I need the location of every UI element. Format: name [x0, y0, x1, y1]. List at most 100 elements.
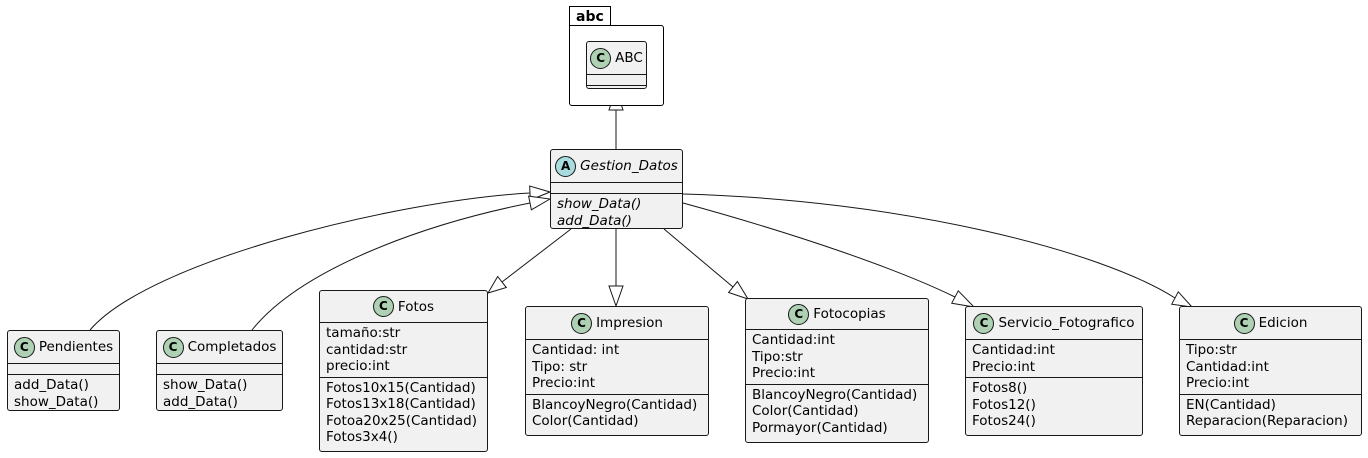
class-method: BlancoyNegro(Cantidad) [532, 396, 698, 413]
class-icon: C [1233, 312, 1255, 334]
inheritance-arrow-impresion [608, 229, 624, 308]
class-attribute: cantidad:str [326, 341, 408, 358]
class-attributes [8, 364, 119, 375]
class-methods: show_Data()add_Data() [157, 375, 282, 412]
class-name: ABC [615, 50, 643, 66]
inheritance-arrowhead [608, 285, 624, 308]
inheritance-arrowhead [950, 289, 976, 308]
class-attributes [587, 75, 646, 86]
class-name: Edicion [1258, 315, 1308, 331]
class-methods: add_Data()show_Data() [8, 375, 119, 412]
class-icon: C [973, 312, 995, 334]
class-name: Fotos [397, 298, 435, 315]
class-icon: C [162, 336, 184, 358]
class-icon: C [571, 312, 593, 334]
inheritance-arrowhead [486, 275, 508, 294]
abstract-class-icon: A [555, 155, 577, 177]
class-method: BlancoyNegro(Cantidad) [752, 386, 918, 403]
class-method: Fotos24() [972, 413, 1036, 429]
class-attribute: precio:int [326, 358, 390, 374]
class-attribute: Precio:int [752, 365, 816, 381]
inheritance-arrowhead [727, 280, 750, 300]
class-method: Fotos13x18(Cantidad) [326, 396, 476, 412]
class-attribute: Precio:int [972, 358, 1036, 375]
class-method: Color(Cantidad) [752, 403, 859, 419]
class-attribute: Tipo:str [752, 348, 803, 365]
class-methods: BlancoyNegro(Cantidad)Color(Cantidad) [526, 395, 708, 432]
inheritance-arrowhead [527, 195, 552, 211]
class-methods [587, 86, 646, 96]
class-method: add_Data() [14, 377, 89, 393]
class-methods: Fotos10x15(Cantidad)Fotos13x18(Cantidad)… [320, 378, 487, 448]
class-method: EN(Cantidad) [1186, 396, 1276, 413]
package-tab: abc [569, 6, 611, 26]
class-method: Pormayor(Cantidad) [752, 419, 888, 436]
class-attribute: Cantidad:int [972, 342, 1055, 358]
class-method: Fotoa20x25(Cantidad) [326, 412, 477, 429]
class-name: Gestion_Datos [580, 158, 678, 174]
class-method: add_Data() [557, 212, 632, 229]
class-method: add_Data() [163, 393, 238, 410]
class-attribute: Cantidad:int [1186, 358, 1269, 375]
class-methods: BlancoyNegro(Cantidad)Color(Cantidad)Por… [746, 385, 928, 439]
class-method: Fotos8() [972, 380, 1028, 396]
class-attributes [157, 364, 282, 375]
class-attributes [551, 183, 682, 194]
class-methods: EN(Cantidad)Reparacion(Reparacion) [1180, 395, 1361, 432]
class-method: Color(Cantidad) [532, 413, 639, 429]
class-method: show_Data() [14, 393, 99, 410]
class-method: show_Data() [557, 196, 642, 212]
class-method: Fotos10x15(Cantidad) [326, 379, 476, 396]
class-name: Fotocopias [813, 306, 886, 322]
class-name: Impresion [596, 315, 663, 331]
class-attribute: Cantidad:int [752, 332, 835, 348]
class-method: Reparacion(Reparacion) [1186, 413, 1348, 429]
class-attribute: Tipo:str [1186, 342, 1237, 358]
class-method: show_Data() [163, 377, 248, 393]
class-icon: C [590, 47, 612, 69]
inheritance-arrow-fotocopias [663, 228, 750, 300]
class-method: Fotos3x4() [326, 429, 398, 445]
class-attribute: Precio:int [532, 375, 596, 391]
package-name: abc [576, 9, 604, 25]
class-methods: Fotos8()Fotos12()Fotos24() [966, 378, 1142, 432]
class-name: Pendientes [38, 339, 114, 355]
class-name: Completados [187, 339, 277, 355]
inheritance-arrow-completados [251, 195, 552, 331]
inheritance-arrow-fotos [486, 228, 572, 294]
class-icon: C [372, 296, 394, 317]
class-attribute: Cantidad: int [532, 342, 620, 358]
inheritance-arrowhead [1170, 290, 1194, 308]
class-icon: C [788, 303, 810, 325]
class-attribute: tamaño:str [326, 325, 401, 341]
class-methods: show_Data()add_Data() [551, 194, 682, 231]
class-icon: C [13, 336, 35, 358]
class-attribute: Precio:int [1186, 375, 1250, 391]
class-attribute: Tipo: str [532, 358, 588, 375]
inheritance-arrow-servicio-fotografico [682, 202, 976, 308]
